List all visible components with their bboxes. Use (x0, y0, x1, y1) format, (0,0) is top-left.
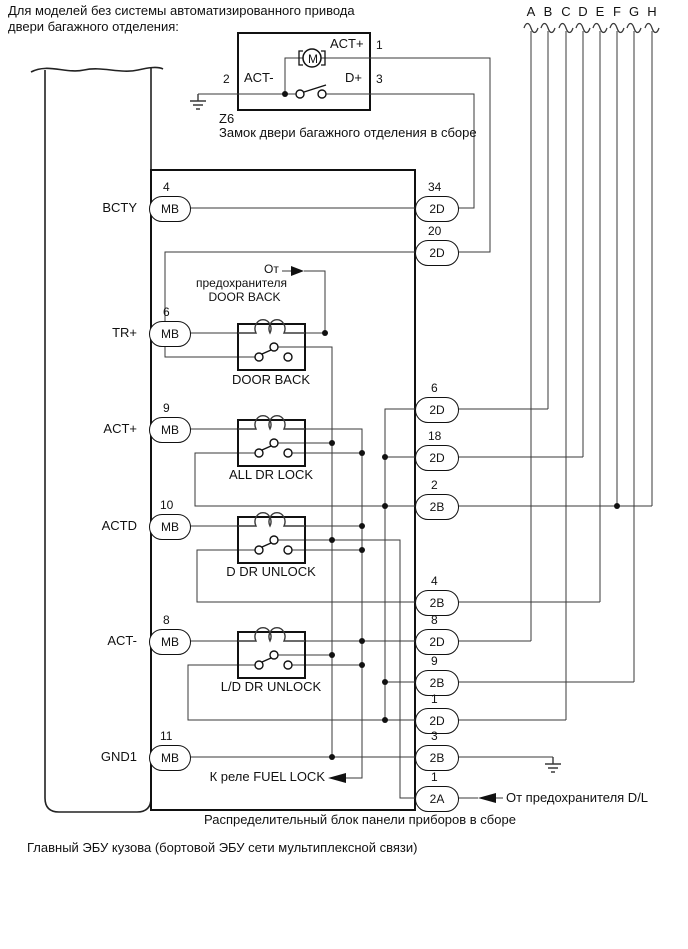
connector-oval-2b-4: 2B (415, 590, 459, 616)
connector-oval-2d-34: 2D (415, 196, 459, 222)
ecu-caption: Главный ЭБУ кузова (бортовой ЭБУ сети му… (27, 840, 418, 855)
connector-oval-mb-actd: MB (149, 514, 191, 540)
branch-letter-f: F (613, 4, 621, 19)
signal-label-gnd1: GND1 (100, 749, 137, 764)
connector-oval-2d-8: 2D (415, 629, 459, 655)
pin-number-2d-34: 34 (428, 180, 442, 194)
fuse-door-back-note-3: DOOR BACK (208, 290, 281, 304)
z6-switch (295, 84, 327, 99)
connector-oval-mb-bcty: MB (149, 196, 191, 222)
pin-number-mb-10: 10 (160, 498, 174, 512)
relay-label-ld-dr-unlock: L/D DR UNLOCK (220, 679, 322, 694)
junction-dots (282, 91, 620, 760)
branch-letter-c: C (561, 4, 571, 19)
external-wiring (346, 408, 652, 799)
branch-letter-b: B (543, 4, 553, 19)
connector-oval-2a-1: 2A (415, 786, 459, 812)
z6-name: Замок двери багажного отделения в сборе (219, 125, 477, 140)
arrow-right-icon (291, 266, 304, 276)
relay-label-all-dr-lock: ALL DR LOCK (228, 467, 314, 482)
z6-pin-act-plus-label: ACT+ (330, 36, 364, 51)
relay-label-door-back: DOOR BACK (231, 372, 310, 387)
connector-oval-mb-tr: MB (149, 321, 191, 347)
z6-pin-number-1: 1 (376, 38, 383, 52)
pin-number-2a-1: 1 (431, 770, 438, 784)
branch-letter-e: E (595, 4, 605, 19)
fuse-door-back-note-1: От (264, 262, 279, 276)
relay-door-back (237, 319, 306, 371)
connector-oval-mb-act-minus: MB (149, 629, 191, 655)
arrow-left-fuel-lock-icon (328, 773, 346, 783)
z6-wiring (198, 57, 491, 253)
z6-pin-act-minus-label: ACT- (244, 70, 274, 85)
block-caption: Распределительный блок панели приборов в… (204, 812, 516, 827)
pin-number-2b-9: 9 (431, 654, 438, 668)
signal-label-actd: ACTD (101, 518, 137, 533)
relay-coil (238, 415, 305, 431)
z6-pin-number-2: 2 (223, 72, 230, 86)
relay-all-dr-lock (237, 415, 306, 467)
ground-icon (190, 94, 206, 110)
junction-block-outline (150, 169, 416, 811)
relay-d-dr-unlock (237, 512, 306, 564)
branch-letter-a: A (526, 4, 536, 19)
note-fuse-dl: От предохранителя D/L (506, 790, 649, 805)
connector-oval-2b-3: 2B (415, 745, 459, 771)
connector-oval-2d-18: 2D (415, 445, 459, 471)
branch-letter-g: G (628, 4, 640, 19)
header-line-2: двери багажного отделения: (8, 19, 179, 34)
pin-number-2b-3: 3 (431, 729, 438, 743)
block-wiring (164, 207, 418, 799)
header-line-1: Для моделей без системы автоматизированн… (8, 3, 355, 18)
pin-number-2d-1: 1 (431, 692, 438, 706)
branch-break-squiggles (523, 22, 660, 34)
relay-ld-dr-unlock (237, 627, 306, 679)
pin-number-2d-18: 18 (428, 429, 442, 443)
connector-oval-2b-9: 2B (415, 670, 459, 696)
signal-label-act-plus: ACT+ (103, 421, 137, 436)
signal-label-act-minus: ACT- (107, 633, 137, 648)
relay-label-d-dr-unlock: D DR UNLOCK (226, 564, 316, 579)
branch-lines (530, 31, 653, 720)
relay-coil (238, 627, 305, 643)
pin-number-2d-20: 20 (428, 224, 442, 238)
connector-oval-2d-6: 2D (415, 397, 459, 423)
z6-pin-number-3: 3 (376, 72, 383, 86)
pin-number-mb-4: 4 (163, 180, 170, 194)
note-fuel-lock: К реле FUEL LOCK (209, 769, 325, 784)
pin-number-mb-6: 6 (163, 305, 170, 319)
connector-oval-2d-1: 2D (415, 708, 459, 734)
ecu-outline (30, 66, 164, 813)
pin-number-2d-8: 8 (431, 613, 438, 627)
pin-number-mb-8: 8 (163, 613, 170, 627)
torn-edge-wave (30, 66, 164, 73)
connector-oval-mb-gnd1: MB (149, 745, 191, 771)
arrow-left-dl-fuse-icon (478, 793, 496, 803)
z6-box (237, 32, 371, 111)
relay-coil (238, 319, 305, 335)
relay-coil (238, 512, 305, 528)
pin-number-2b-2: 2 (431, 478, 438, 492)
z6-id: Z6 (219, 111, 235, 126)
signal-label-bcty: BCTY (102, 200, 137, 215)
ground-icon-right (545, 757, 561, 773)
connector-oval-mb-act-plus: MB (149, 417, 191, 443)
z6-motor-label: M (308, 52, 318, 66)
branch-letter-h: H (647, 4, 657, 19)
z6-motor (298, 48, 326, 68)
connector-oval-2b-2: 2B (415, 494, 459, 520)
fuse-door-back-note-2: предохранителя (196, 276, 287, 290)
signal-label-tr-plus: TR+ (112, 325, 137, 340)
pin-number-2b-4: 4 (431, 574, 438, 588)
branch-letter-d: D (578, 4, 588, 19)
z6-pin-d-plus-label: D+ (345, 70, 362, 85)
pin-number-mb-11: 11 (160, 729, 173, 743)
connector-oval-2d-20: 2D (415, 240, 459, 266)
pin-number-2d-6: 6 (431, 381, 438, 395)
pin-number-mb-9: 9 (163, 401, 170, 415)
